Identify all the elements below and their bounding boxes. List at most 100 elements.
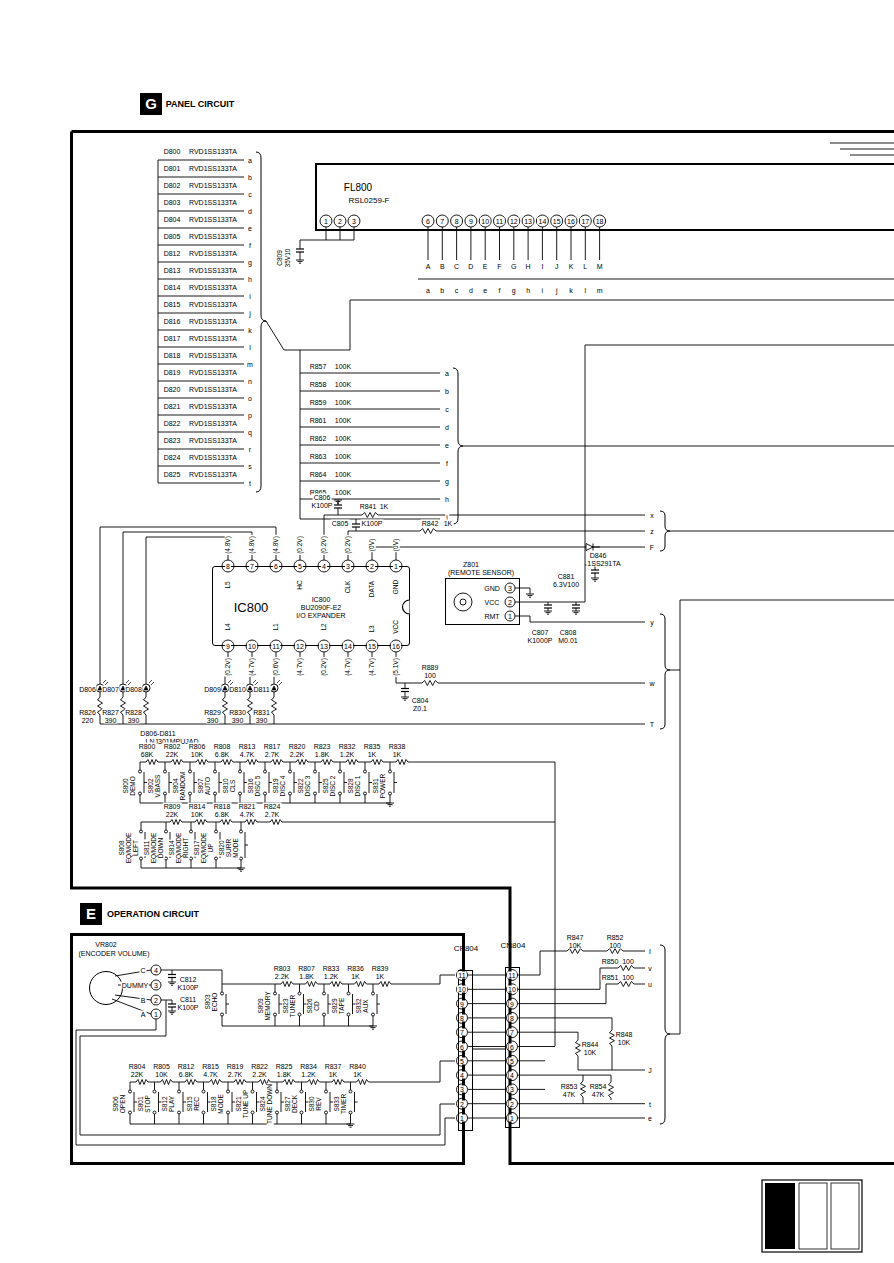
component-label: D822 [163,420,182,427]
component-label: 2 [509,1100,515,1107]
component-label: a [444,370,450,377]
switch-contact [364,792,367,795]
wire [279,1004,282,1005]
wire-gap [224,697,227,715]
wire [348,984,349,992]
wire [544,604,552,605]
wire [140,762,555,763]
wire [515,602,585,603]
wire [161,970,222,984]
led-symbol [96,684,104,692]
wire [593,579,598,580]
wire [319,782,322,783]
switch-label: CLS [230,779,237,794]
wire [275,1024,276,1026]
wire [390,762,391,770]
component-label: RVD1SS133TA [188,318,238,325]
wire [134,1102,137,1103]
component-label: d [444,424,450,431]
component-label: b [247,174,253,181]
switch-label: S815 [186,1095,193,1112]
wire [517,1018,612,1070]
wire [338,508,339,515]
component-label: 6 [273,563,279,570]
wire [170,845,173,846]
resistor-symbol [121,697,126,715]
pin-circle [507,1012,518,1023]
ic-package: IC800BU2090F-E2I/O EXPANDERIC800 [212,566,410,646]
component-label: 2 [507,599,513,606]
component-label: R815 [201,1063,220,1070]
wire [165,795,166,803]
wire [232,1102,235,1103]
wire-gap [610,1082,613,1098]
component-label: Z0.1 [412,705,428,712]
component-label: e [247,225,253,232]
wire-gap [171,761,183,764]
wire [369,1026,377,1027]
component-label: 1 [459,1115,465,1122]
wire [172,978,173,983]
resistor-symbol [270,820,282,825]
wire [670,670,680,671]
wire [442,227,443,260]
switch-contact [300,1090,303,1093]
switch-label: MEMORY [265,990,272,1021]
component-label: 100K [334,363,352,370]
component-label: 13 [523,218,533,225]
component-label: g [247,259,253,266]
component-label: 3 [459,1086,465,1093]
wire [377,1004,380,1005]
wire [340,227,341,240]
bracket [453,368,463,524]
component-label: R822 [250,1063,269,1070]
switch-contact [264,770,267,773]
switch-contact [276,1090,279,1093]
switch-label: RANDOM [180,771,187,802]
component-label: R802 [163,743,182,750]
component-label: i [445,514,449,521]
component-label: 7 [439,218,445,225]
switch-label: CD [314,1000,321,1011]
wire [354,227,355,240]
wire-gap [221,761,233,764]
switch-contact [372,992,375,995]
pin-circle [457,984,468,995]
switch-label: STOP [144,1094,151,1114]
component-label: h [444,496,450,503]
wire [468,1103,507,1104]
resistor-symbol [362,513,378,518]
wire [171,1014,173,1015]
part-label: Z801 [463,561,479,568]
wire [158,160,159,483]
component-label: J [554,263,560,270]
component-label: 17 [580,218,590,225]
component-label: 9 [468,218,474,225]
wire [228,1082,229,1090]
ic-notch [403,600,410,614]
switch-label: S827 [284,1095,291,1112]
resistor-symbol [618,966,634,971]
switch-contact [140,857,143,860]
resistor-symbol [321,760,333,765]
pin-circle [479,215,491,227]
switch-label: (0V) [393,538,400,552]
component-label: 2.2K [289,751,305,758]
component-label: 2.2K [251,1071,267,1078]
component-label: 3 [509,1086,515,1093]
switch-label: (0.2V) [321,657,328,677]
wire [572,604,580,605]
resistor-symbol [98,697,103,715]
component-label: D806-D811 [139,730,176,737]
part-label: (REMOTE SENSOR) [448,569,514,576]
wire [517,1118,645,1119]
component-label: 2.2K [274,973,290,980]
component-label: 8 [225,563,231,570]
wire-gap [281,983,293,986]
wire [340,795,341,803]
wire-gap [234,1081,246,1084]
pin-circle [457,1041,468,1052]
component-label: k [247,327,253,334]
wire [326,1114,327,1122]
component-label: d [468,287,474,294]
